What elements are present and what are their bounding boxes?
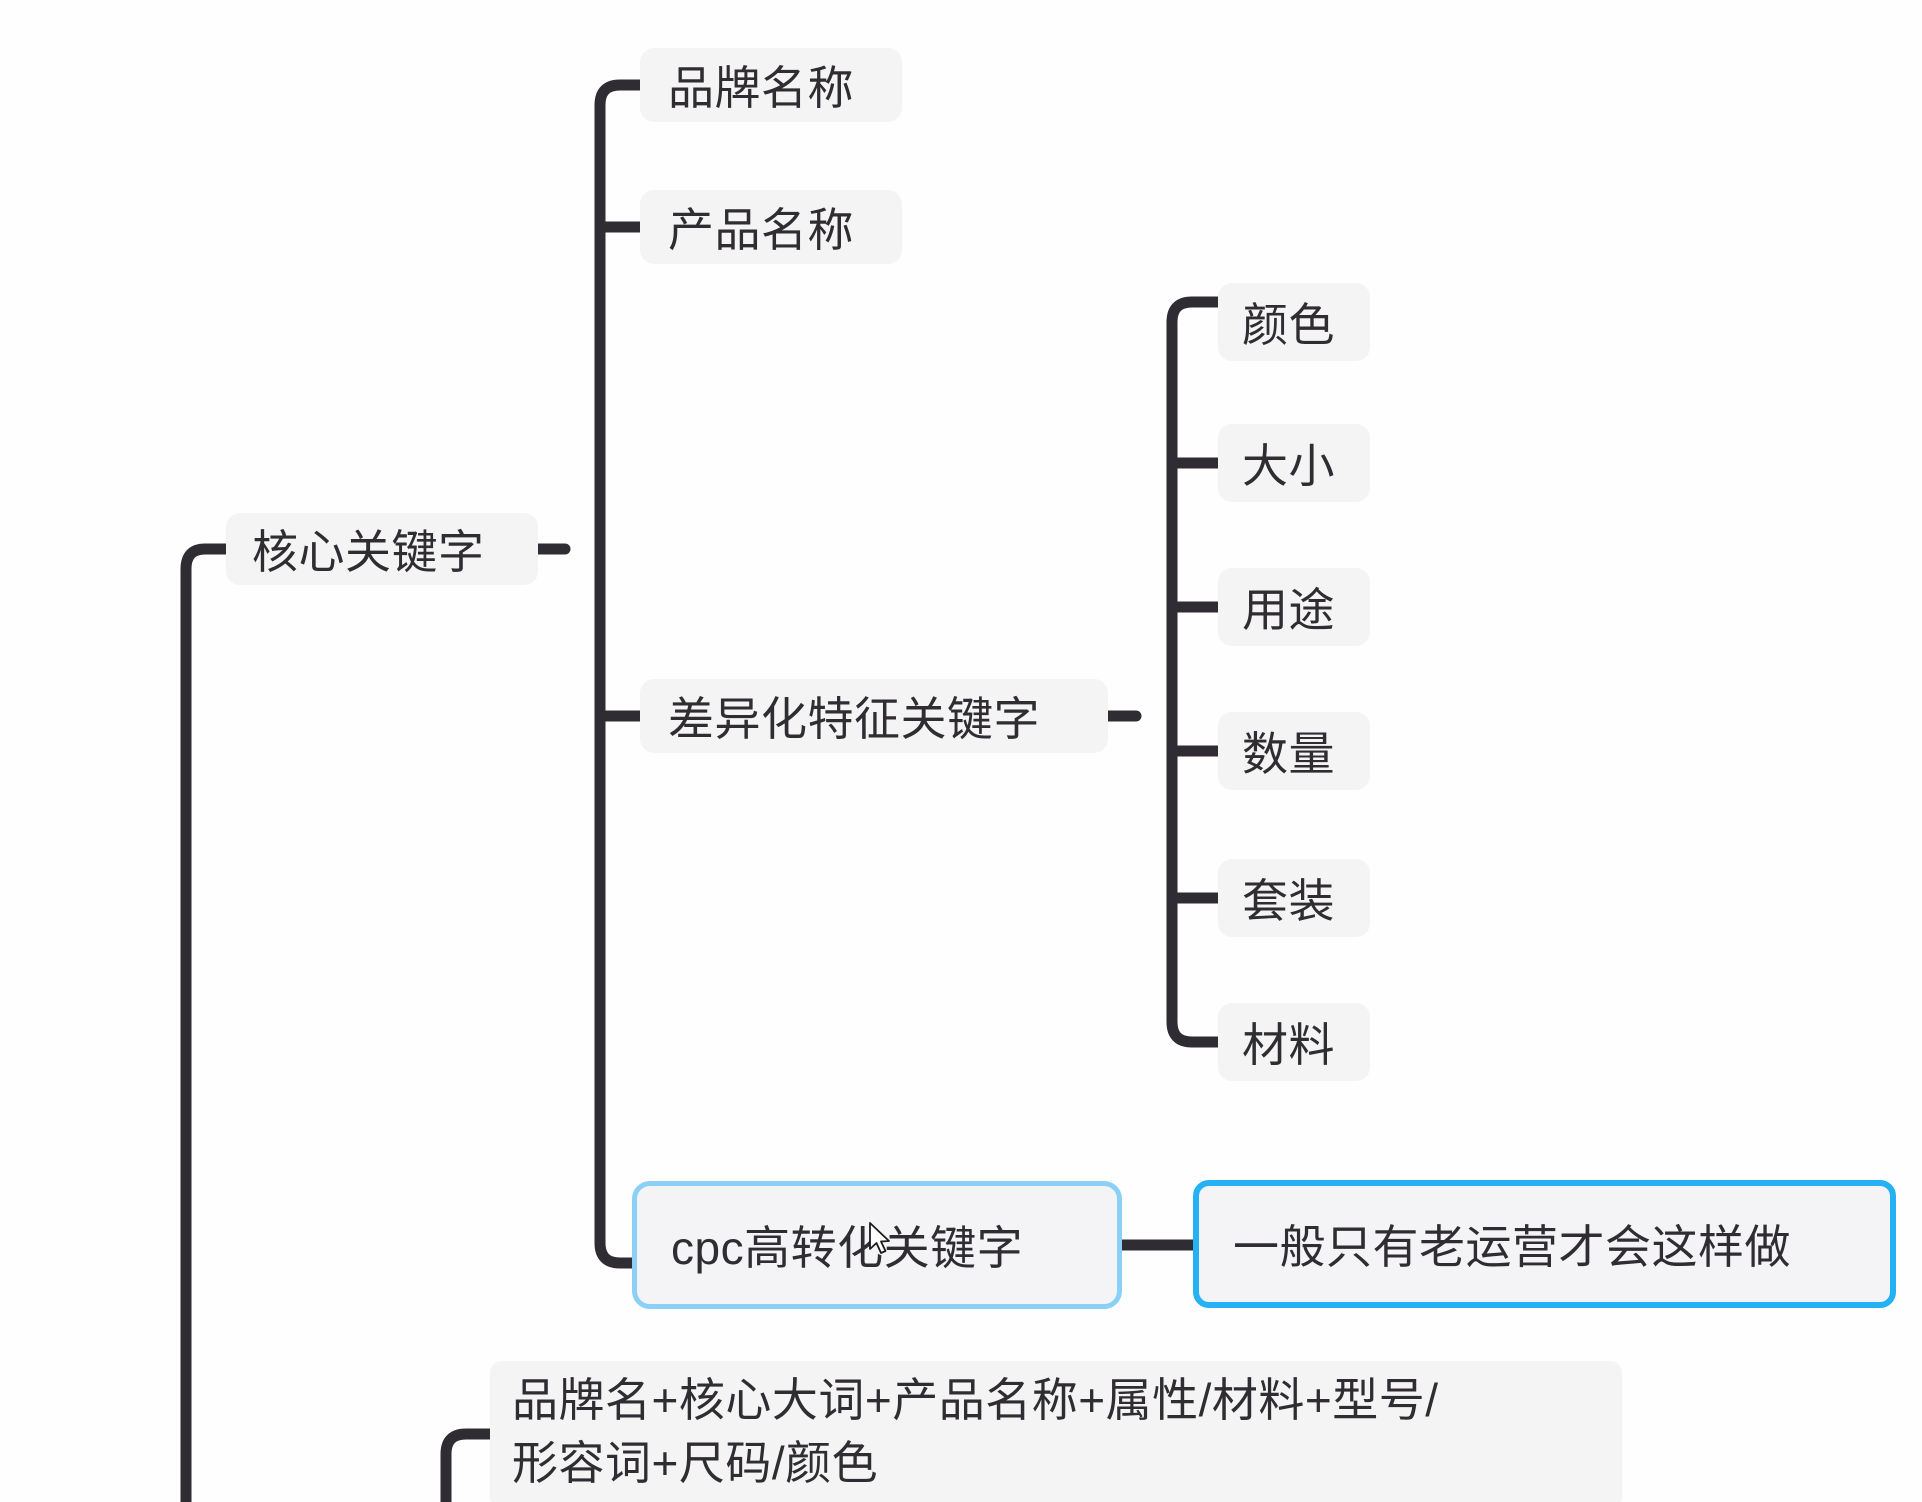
node-veteran-operator-note[interactable]: 一般只有老运营才会这样做 [1193, 1180, 1896, 1308]
node-differentiated-feature-keyword-label: 差异化特征关键字 [668, 693, 1040, 745]
node-cpc-high-conversion-keyword-label: cpc高转化关键字 [671, 1222, 1024, 1274]
node-quantity[interactable]: 数量 [1218, 712, 1370, 790]
node-keyword-formula[interactable]: 品牌名+核心大词+产品名称+属性/材料+型号/ 形容词+尺码/颜色 [490, 1361, 1622, 1502]
node-size[interactable]: 大小 [1218, 424, 1370, 502]
node-differentiated-feature-keyword[interactable]: 差异化特征关键字 [640, 679, 1108, 753]
node-product-name[interactable]: 产品名称 [640, 190, 902, 264]
edge-diff-to-color [1166, 296, 1224, 328]
edge-root-spine [594, 99, 646, 1269]
node-quantity-label: 数量 [1242, 728, 1335, 780]
node-color[interactable]: 颜色 [1218, 283, 1370, 361]
node-veteran-operator-note-label: 一般只有老运营才会这样做 [1233, 1221, 1791, 1273]
node-set-label: 套装 [1242, 875, 1335, 927]
node-material-label: 材料 [1242, 1019, 1335, 1071]
node-brand-name-label: 品牌名称 [668, 62, 854, 114]
node-core-keyword-label: 核心关键字 [252, 526, 485, 578]
node-product-name-label: 产品名称 [668, 204, 854, 256]
node-usage[interactable]: 用途 [1218, 568, 1370, 646]
node-keyword-formula-label: 品牌名+核心大词+产品名称+属性/材料+型号/ 形容词+尺码/颜色 [512, 1374, 1439, 1490]
node-color-label: 颜色 [1242, 299, 1335, 351]
node-set[interactable]: 套装 [1218, 859, 1370, 937]
edge-trunk-root [180, 543, 232, 1502]
edge-root-to-brand [594, 79, 646, 111]
node-core-keyword[interactable]: 核心关键字 [226, 513, 538, 585]
edge-root-to-formula [440, 1428, 496, 1502]
edge-diff-spine [1166, 316, 1224, 1048]
node-brand-name[interactable]: 品牌名称 [640, 48, 902, 122]
node-material[interactable]: 材料 [1218, 1003, 1370, 1081]
node-usage-label: 用途 [1242, 584, 1335, 636]
node-cpc-high-conversion-keyword[interactable]: cpc高转化关键字 [632, 1181, 1122, 1309]
node-size-label: 大小 [1242, 440, 1335, 492]
